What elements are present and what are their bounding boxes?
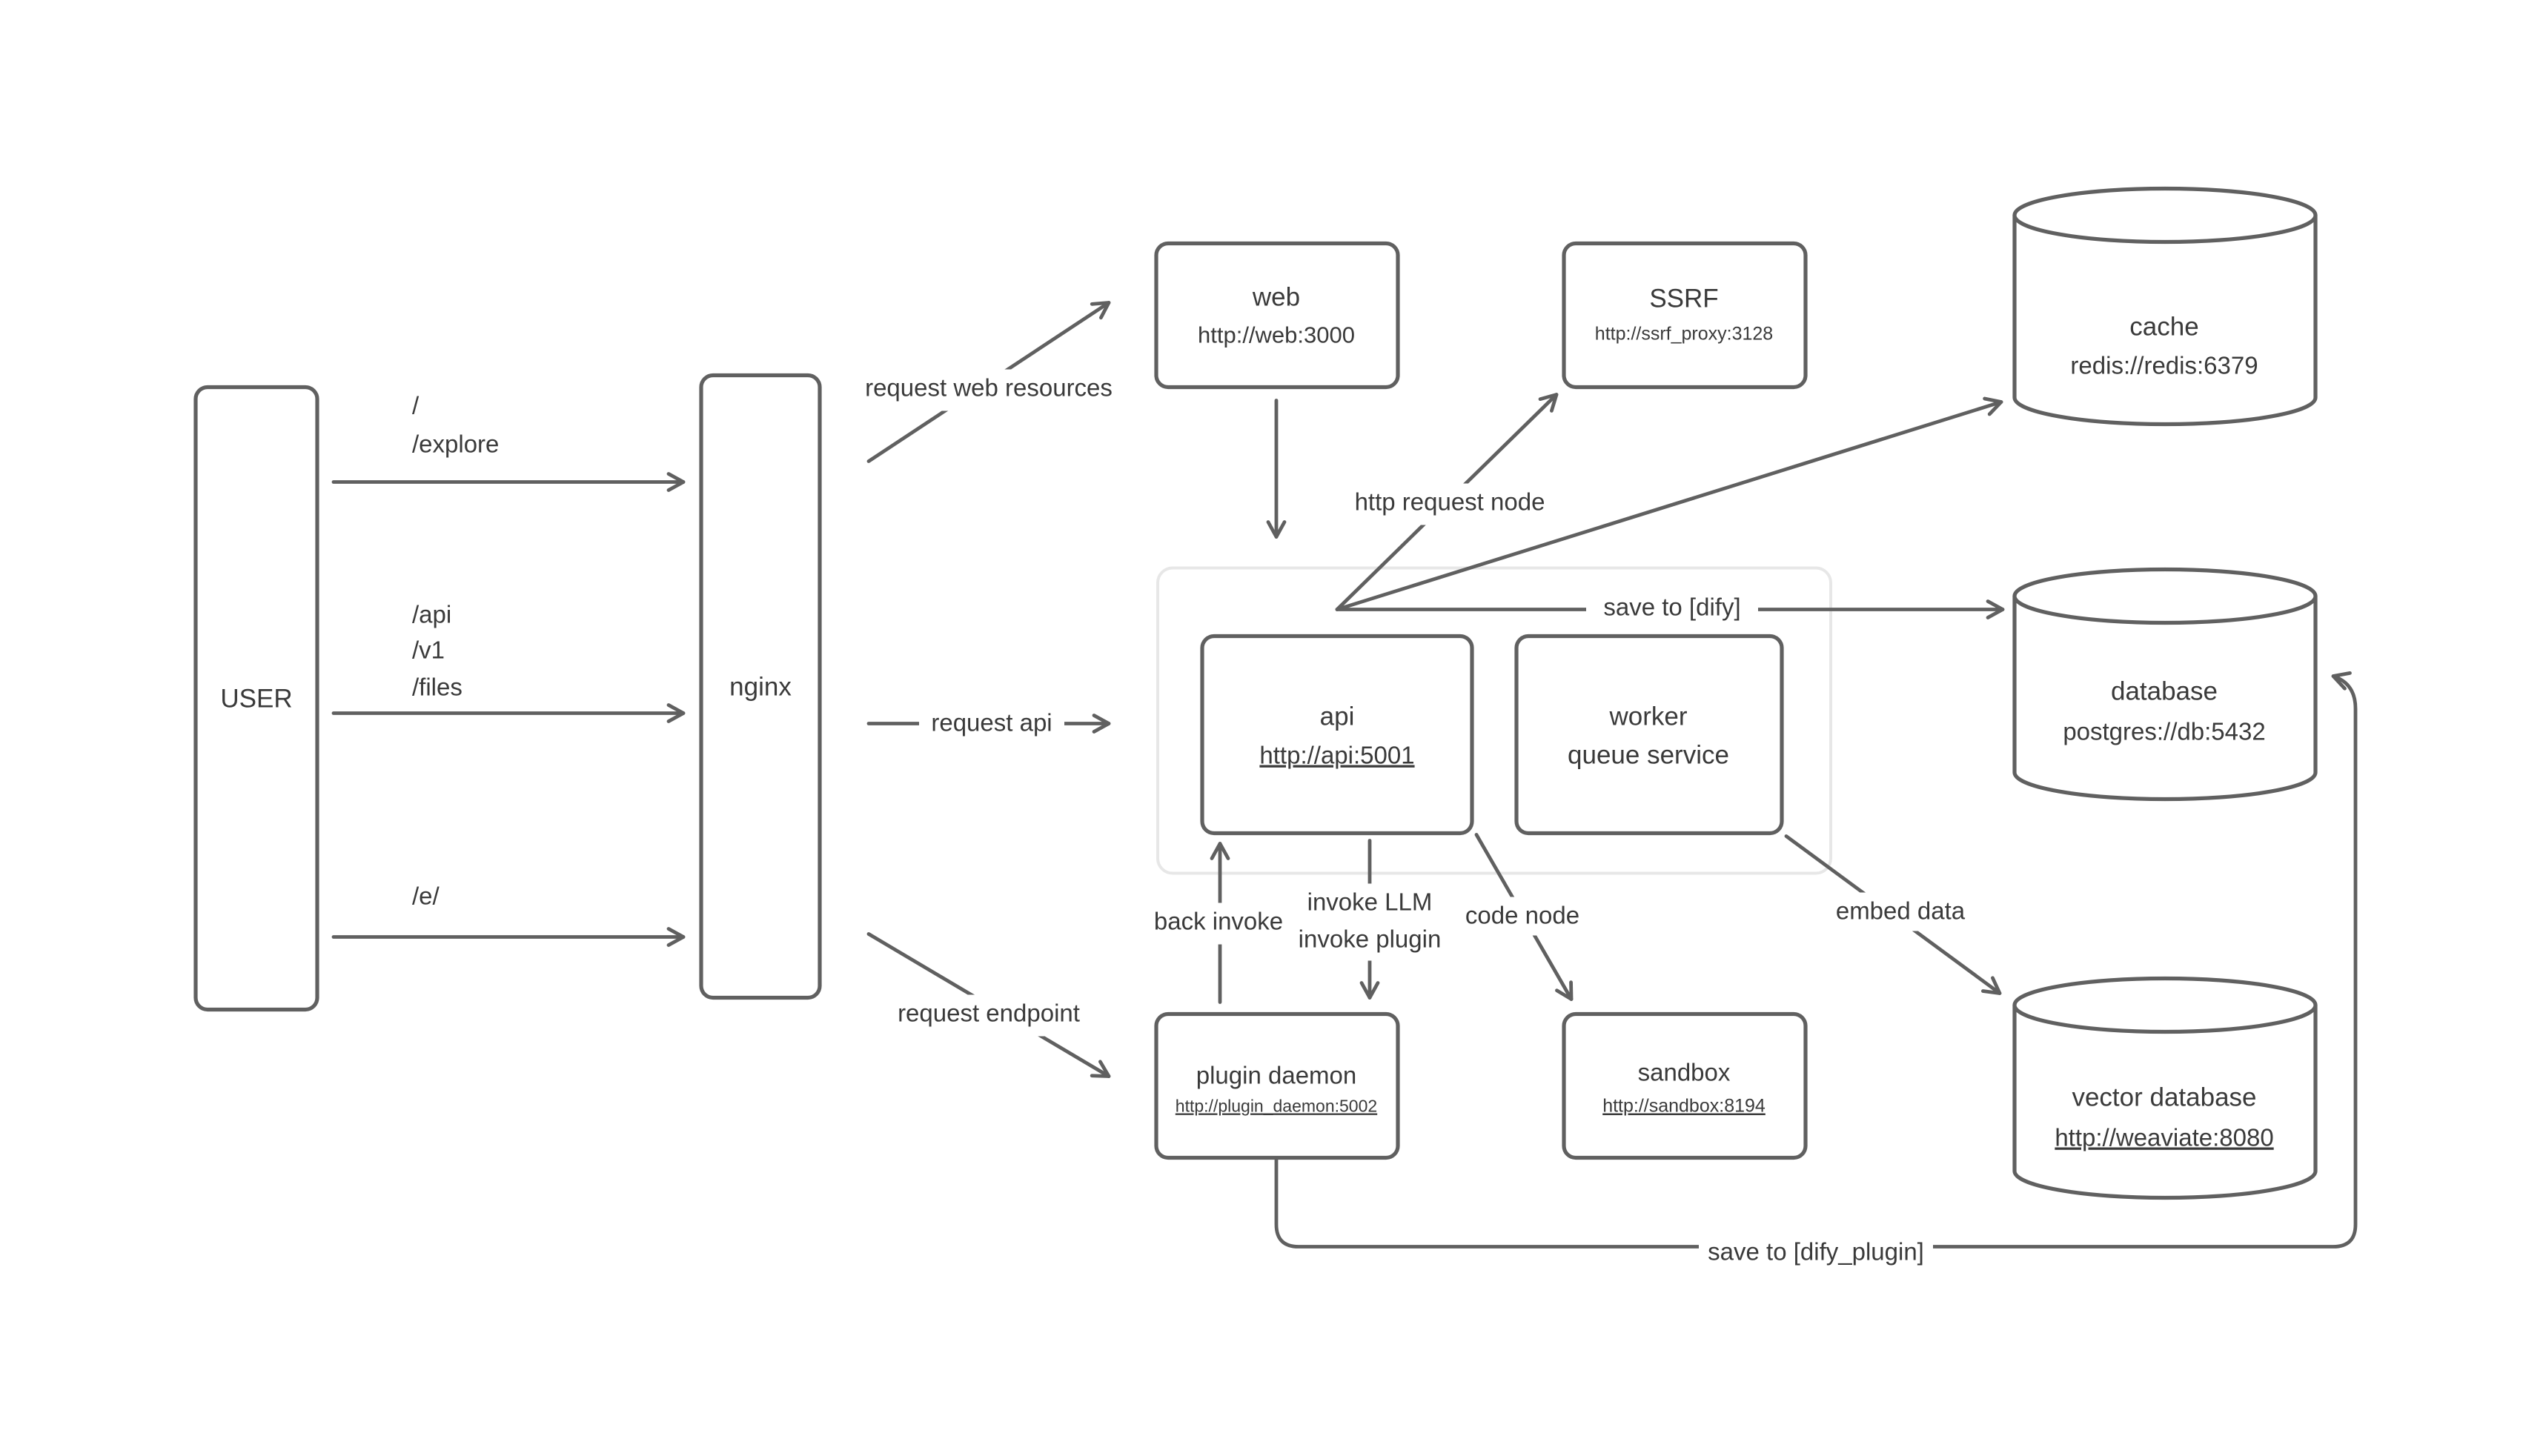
edge-label-text: http request node [1355,488,1545,516]
node-worker: worker queue service [1514,634,1784,836]
node-plugin-daemon: plugin daemon http://plugin_daemon:5002 [1154,1011,1400,1160]
api-subtitle: http://api:5001 [1259,742,1414,769]
worker-title: worker [1608,702,1687,731]
route-label: /files [412,674,463,701]
edge-label-text: back invoke [1154,908,1283,935]
database-title: database [2111,677,2218,706]
edge-label-text: save to [dify_plugin] [1708,1238,1924,1266]
user-label: USER [220,685,292,714]
sandbox-subtitle: http://sandbox:8194 [1602,1096,1766,1117]
edge-label-save-to-dify-plugin: save to [dify_plugin] [1699,1233,1933,1274]
worker-subtitle: queue service [1568,741,1729,770]
ssrf-title: SSRF [1649,285,1718,313]
edge-save-to-dify-plugin [1274,671,2358,1249]
ssrf-subtitle: http://ssrf_proxy:3128 [1595,324,1773,345]
vector-database-subtitle: http://weaviate:8080 [2055,1124,2273,1151]
route-label: /explore [412,431,499,458]
cache-subtitle: redis://redis:6379 [2070,352,2258,379]
node-api: api http://api:5001 [1200,634,1474,836]
node-cache: cache redis://redis:6379 [2012,186,2318,427]
node-vector-database: vector database http://weaviate:8080 [2012,976,2318,1200]
edge-label-http-request-node: http request node [1349,483,1551,525]
edge-label-text: code node [1465,902,1579,929]
database-subtitle: postgres://db:5432 [2063,718,2265,745]
edge-label-code-node: code node [1460,897,1585,936]
edge-label-text: invoke plugin [1299,925,1442,953]
route-label: /e/ [412,882,440,910]
node-sandbox: sandbox http://sandbox:8194 [1562,1011,1808,1160]
plugin-daemon-subtitle: http://plugin_daemon:5002 [1176,1097,1377,1116]
edge-label-text: embed data [1836,897,1966,925]
edge-label-invoke: invoke LLM invoke plugin [1287,883,1453,961]
edge-api-cache [1335,396,2003,611]
route-label: / [412,392,420,419]
node-ssrf: SSRF http://ssrf_proxy:3128 [1562,241,1808,390]
edge-label-embed-data: embed data [1832,892,1969,931]
edge-label-request-api: request api [919,702,1064,745]
edge-label-request-endpoint: request endpoint [892,994,1085,1037]
cache-title: cache [2129,313,2198,342]
web-subtitle: http://web:3000 [1198,322,1355,348]
edge-label-text: save to [dify] [1603,594,1740,621]
plugin-daemon-title: plugin daemon [1196,1062,1357,1089]
edge-label-text: request endpoint [898,1000,1080,1027]
node-database: database postgres://db:5432 [2012,567,2318,802]
edge-label-request-web-resources: request web resources [865,369,1113,411]
route-label: /api [412,601,451,628]
web-title: web [1252,283,1300,312]
vector-database-title: vector database [2072,1083,2256,1112]
edge-label-text: request web resources [865,374,1113,402]
route-labels-middle: /api /v1 /files [412,601,463,701]
sandbox-title: sandbox [1638,1059,1731,1086]
api-title: api [1320,702,1355,731]
edge-label-save-to-dify: save to [dify] [1586,587,1758,629]
edge-label-text: request api [931,709,1052,737]
node-web: web http://web:3000 [1154,241,1400,390]
route-labels-top: / /explore [412,392,499,458]
edge-label-back-invoke: back invoke [1152,902,1288,945]
node-user: USER [193,385,319,1012]
route-label: /v1 [412,636,445,664]
nginx-label: nginx [729,673,792,702]
route-labels-bottom: /e/ [412,882,440,910]
edge-label-text: invoke LLM [1307,888,1433,916]
node-nginx: nginx [699,373,822,1000]
api-worker-container [1156,566,1832,875]
